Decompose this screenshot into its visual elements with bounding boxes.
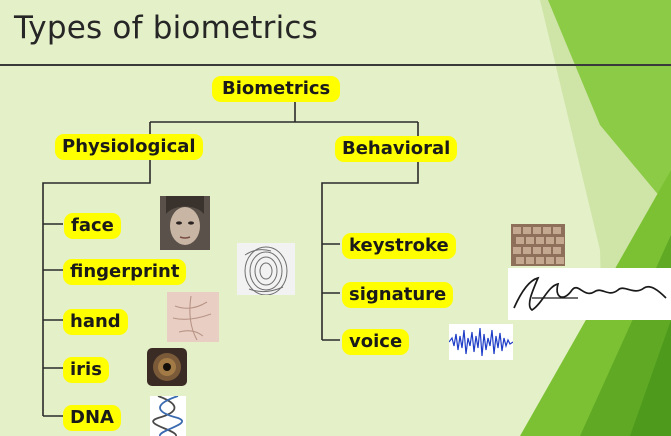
node-behavioral: Behavioral xyxy=(335,136,457,162)
node-dna: DNA xyxy=(63,405,121,431)
voice-waveform-icon xyxy=(449,324,513,360)
keyboard-photo-icon xyxy=(511,224,565,266)
node-fingerprint: fingerprint xyxy=(63,259,186,285)
palm-icon xyxy=(167,292,219,342)
node-physiological: Physiological xyxy=(55,134,203,160)
signature-icon xyxy=(508,268,671,320)
node-iris: iris xyxy=(63,357,109,383)
node-signature: signature xyxy=(342,282,453,308)
node-voice: voice xyxy=(342,329,409,355)
fingerprint-icon xyxy=(237,243,295,295)
dna-helix-icon xyxy=(150,396,186,436)
face-photo-icon xyxy=(160,196,210,250)
node-hand: hand xyxy=(63,309,128,335)
node-biometrics: Biometrics xyxy=(212,76,340,102)
iris-eye-icon xyxy=(147,348,187,386)
node-face: face xyxy=(64,213,121,239)
node-keystroke: keystroke xyxy=(342,233,456,259)
